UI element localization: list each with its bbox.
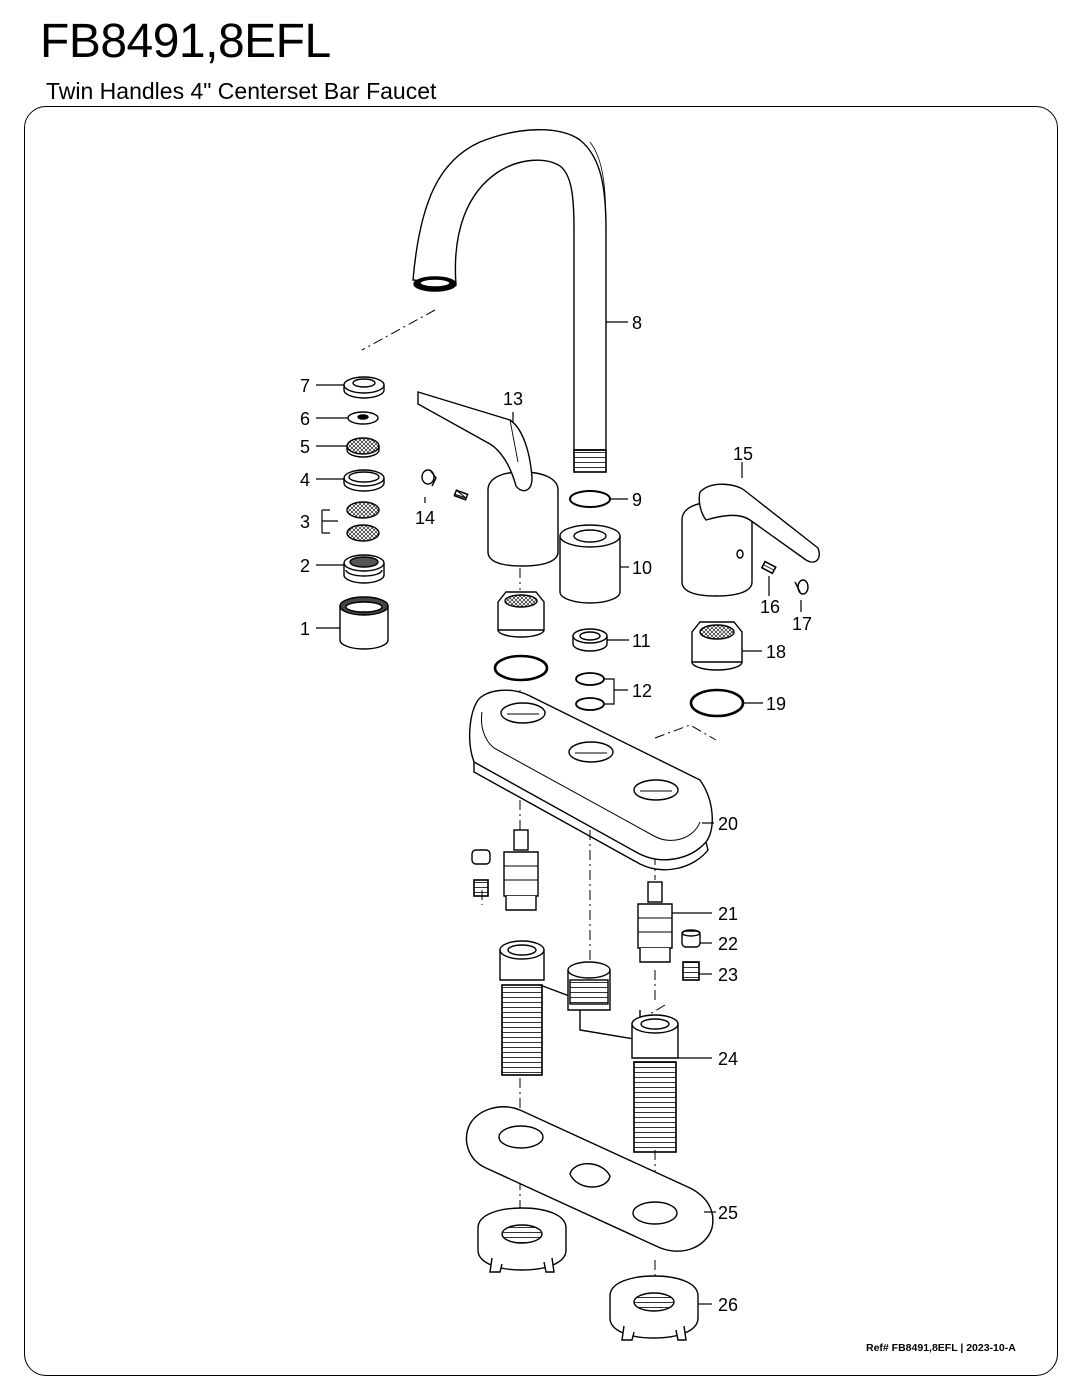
callout-23: 23 xyxy=(718,965,738,985)
part-10-spout-sleeve xyxy=(559,524,621,604)
callout-8: 8 xyxy=(632,313,642,333)
part-13-left-handle xyxy=(417,391,559,567)
part-18-bonnet-nut xyxy=(691,621,743,671)
callout-14: 14 xyxy=(415,508,435,528)
callout-16: 16 xyxy=(760,597,780,617)
callout-9: 9 xyxy=(632,490,642,510)
part-24-valve-body xyxy=(499,940,679,1153)
part-4-ring xyxy=(343,469,385,492)
callout-18: 18 xyxy=(766,642,786,662)
callout-3: 3 xyxy=(300,512,310,532)
callout-labels: 7 6 5 4 3 2 1 8 9 10 11 12 13 14 15 16 1… xyxy=(300,313,812,1315)
callout-10: 10 xyxy=(632,558,652,578)
part-3-screens xyxy=(321,501,380,542)
callout-26: 26 xyxy=(718,1295,738,1315)
callout-21: 21 xyxy=(718,904,738,924)
left-o-ring xyxy=(493,654,549,682)
callout-24: 24 xyxy=(718,1049,738,1069)
callout-13: 13 xyxy=(503,389,523,409)
part-23-spring xyxy=(682,961,700,981)
left-bonnet-nut xyxy=(497,591,545,638)
callout-6: 6 xyxy=(300,409,310,429)
part-6-washer xyxy=(347,411,379,425)
part-19-o-ring xyxy=(689,688,745,718)
callout-20: 20 xyxy=(718,814,738,834)
callout-22: 22 xyxy=(718,934,738,954)
document-subtitle: Twin Handles 4" Centerset Bar Faucet xyxy=(46,78,437,104)
part-8-spout xyxy=(412,129,607,473)
leader-lines xyxy=(316,321,802,1305)
part-15-right-handle xyxy=(681,483,820,597)
callout-17: 17 xyxy=(792,614,812,634)
part-9-o-ring xyxy=(569,490,611,508)
part-17-index-button xyxy=(794,579,809,595)
part-12-o-rings xyxy=(575,672,605,711)
callout-4: 4 xyxy=(300,470,310,490)
part-26-lock-nuts xyxy=(477,1207,699,1341)
document-title: FB8491,8EFL xyxy=(40,15,331,68)
part-21-cartridge xyxy=(637,881,673,963)
callout-12: 12 xyxy=(632,681,652,701)
callout-19: 19 xyxy=(766,694,786,714)
left-cartridge xyxy=(503,829,539,911)
callout-5: 5 xyxy=(300,437,310,457)
part-1-housing xyxy=(339,596,389,650)
part-20-escutcheon xyxy=(469,689,713,871)
callout-15: 15 xyxy=(733,444,753,464)
reference-number: Ref# FB8491,8EFL | 2023-10-A xyxy=(866,1342,1016,1354)
part-2-insert xyxy=(343,554,385,584)
callout-25: 25 xyxy=(718,1203,738,1223)
part-14-screw-cap xyxy=(421,469,469,501)
part-16-set-screw xyxy=(760,560,777,575)
left-seat-springs xyxy=(471,849,491,897)
part-22-seat xyxy=(681,929,701,948)
callout-1: 1 xyxy=(300,619,310,639)
part-5-screen xyxy=(346,437,380,458)
part-25-mounting-plate xyxy=(465,1106,714,1252)
callout-11: 11 xyxy=(632,631,651,651)
drawing-frame xyxy=(24,106,1058,1376)
part-11-adapter xyxy=(572,628,608,652)
part-7-gasket xyxy=(343,376,385,399)
callout-7: 7 xyxy=(300,376,310,396)
callout-2: 2 xyxy=(300,556,310,576)
